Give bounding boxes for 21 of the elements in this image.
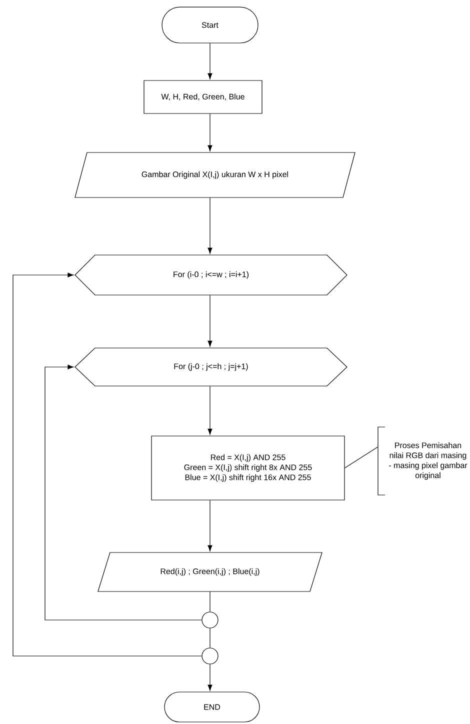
arrow xyxy=(208,664,212,691)
output-parallelogram: Red(i,j) ; Green(i,j) ; Blue(i,j) xyxy=(98,552,322,592)
annotation-text: Proses Pemisahan nilai RGB dari masing - masing pixel gambar original xyxy=(378,426,468,496)
arrow xyxy=(12,272,202,656)
end-terminator: END xyxy=(164,692,260,722)
leader-line xyxy=(344,446,378,468)
arrow xyxy=(208,500,212,552)
loop-hexagon: For (j-0 ; j<=h ; j=j+1) xyxy=(74,348,348,386)
loop-hexagon: For (i-0 ; i<=w ; i=i+1) xyxy=(74,254,348,296)
connector-circle xyxy=(202,612,218,628)
input-box: W, H, Red, Green, Blue xyxy=(144,80,262,114)
arrow xyxy=(208,114,212,152)
arrow xyxy=(208,295,212,347)
arrow xyxy=(208,198,212,254)
start-terminator: Start xyxy=(162,6,258,44)
arrow xyxy=(208,386,212,435)
input-parallelogram: Gambar Original X(I,j) ukuran W x H pixel xyxy=(74,152,356,198)
connector-circle xyxy=(202,648,218,664)
process-box: Red = X(I,j) AND 255 Green = X(I,j) shift right 8x AND 255 Blue = X(I,j) shift right 16x AND 255 xyxy=(151,436,345,500)
arrow xyxy=(208,43,212,80)
arrow xyxy=(44,364,202,620)
